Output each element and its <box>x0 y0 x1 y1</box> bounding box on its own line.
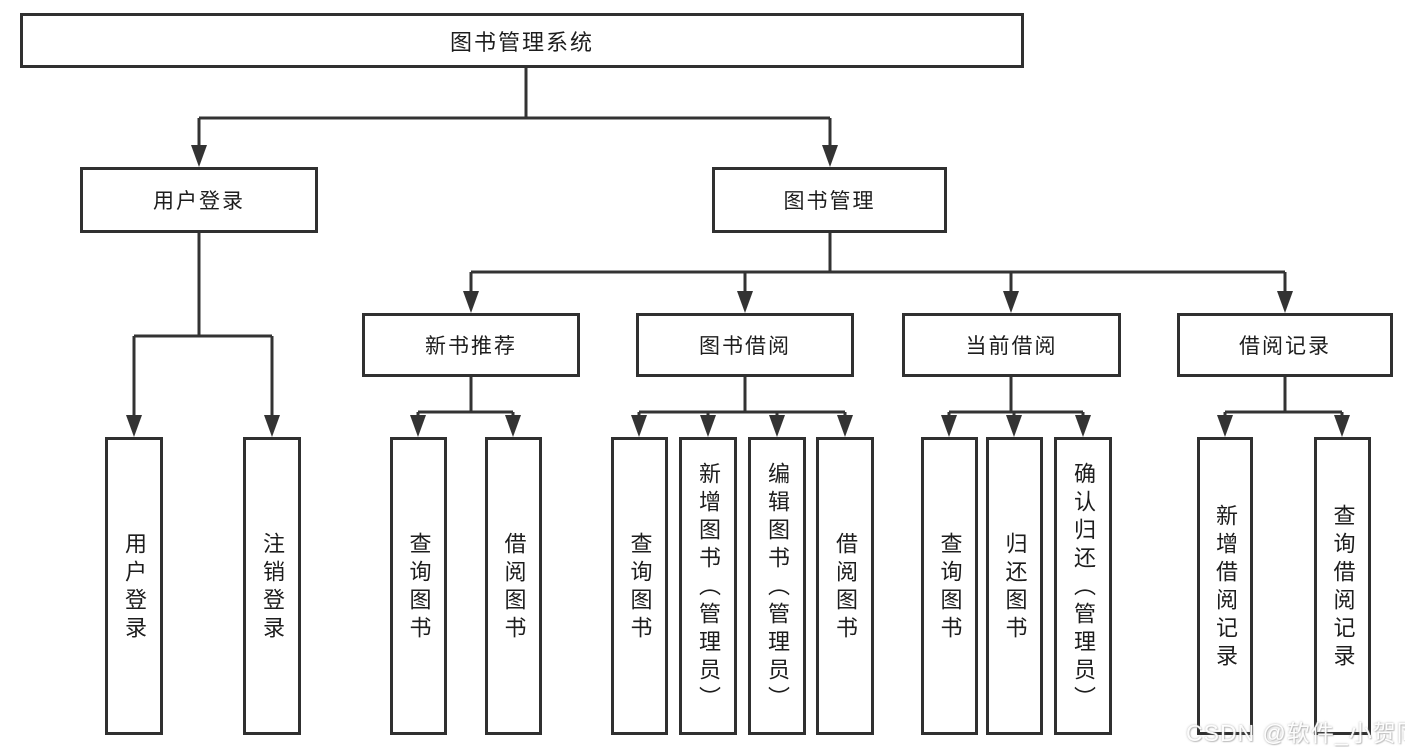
leaf-borrow-book-recommend: 借阅图书 <box>485 437 542 735</box>
connector-borrow-record-to-leaves <box>1223 377 1344 416</box>
arrow-to-leaf-confirm-return <box>1075 415 1091 437</box>
connector-current-borrow-to-leaves <box>947 377 1085 416</box>
leaf-logout-label: 注销登录 <box>260 532 285 644</box>
connector-user-login-to-leaves <box>132 233 274 416</box>
leaf-borrow-book: 借阅图书 <box>816 437 874 735</box>
arrow-to-leaf-edit-book <box>769 415 785 437</box>
leaf-confirm-return-admin: 确认归还（管理员） <box>1054 437 1112 735</box>
leaf-confirm-return-admin-label: 确认归还（管理员） <box>1071 462 1096 714</box>
arrow-to-leaf-borrow-book-1 <box>505 415 521 437</box>
arrow-to-book-management <box>822 145 838 167</box>
connector-book-borrow-to-leaves <box>637 377 847 416</box>
arrow-to-user-login <box>191 145 207 167</box>
arrow-to-borrow-record <box>1277 291 1293 313</box>
node-user-login: 用户登录 <box>80 167 318 233</box>
leaf-add-borrow-record-label: 新增借阅记录 <box>1213 504 1238 672</box>
leaf-query-book-borrow-label: 查询图书 <box>627 532 653 644</box>
connector-new-book-to-leaves <box>416 377 515 416</box>
leaf-return-book: 归还图书 <box>986 437 1043 735</box>
node-book-management: 图书管理 <box>712 167 947 233</box>
node-book-management-label: 图书管理 <box>783 190 876 213</box>
leaf-query-book-recommend-label: 查询图书 <box>406 532 432 644</box>
leaf-logout: 注销登录 <box>243 437 301 735</box>
leaf-add-book-admin: 新增图书（管理员） <box>679 437 737 735</box>
leaf-add-borrow-record: 新增借阅记录 <box>1197 437 1253 735</box>
node-book-borrow: 图书借阅 <box>636 313 854 377</box>
node-user-login-label: 用户登录 <box>153 190 245 213</box>
arrow-to-leaf-query-record <box>1334 415 1350 437</box>
arrow-to-leaf-borrow-book-2 <box>837 415 853 437</box>
node-new-book-recommend: 新书推荐 <box>362 313 580 377</box>
arrow-to-leaf-query-book-3 <box>941 415 957 437</box>
connector-book-management-to-level3 <box>469 233 1287 292</box>
arrow-to-book-borrow <box>737 291 753 313</box>
leaf-query-book-recommend: 查询图书 <box>390 437 447 735</box>
leaf-borrow-book-recommend-label: 借阅图书 <box>501 532 527 644</box>
arrow-to-current-borrow <box>1003 291 1019 313</box>
node-borrow-record-label: 借阅记录 <box>1239 335 1331 358</box>
leaf-edit-book-admin-label: 编辑图书（管理员） <box>765 462 790 714</box>
arrow-to-new-book <box>463 291 479 313</box>
leaf-query-borrow-record: 查询借阅记录 <box>1314 437 1371 735</box>
csdn-watermark-text: CSDN @软件_小贺同学 <box>1186 720 1405 746</box>
node-current-borrow-label: 当前借阅 <box>965 335 1058 358</box>
node-current-borrow: 当前借阅 <box>902 313 1121 377</box>
leaf-query-book-current: 查询图书 <box>921 437 978 735</box>
leaf-query-book-current-label: 查询图书 <box>937 532 963 644</box>
leaf-edit-book-admin: 编辑图书（管理员） <box>748 437 806 735</box>
arrow-to-leaf-return-book <box>1006 415 1022 437</box>
leaf-user-login-label: 用户登录 <box>122 532 147 644</box>
arrowheads <box>126 145 1350 437</box>
arrow-to-leaf-logout <box>264 415 280 437</box>
connector-root-to-level2 <box>197 68 832 146</box>
arrow-to-leaf-user-login <box>126 415 142 437</box>
leaf-return-book-label: 归还图书 <box>1002 532 1028 644</box>
csdn-watermark: CSDN @软件_小贺同学 <box>1186 714 1405 747</box>
arrow-to-leaf-query-book-1 <box>410 415 426 437</box>
leaf-borrow-book-label: 借阅图书 <box>833 532 858 644</box>
leaf-add-book-admin-label: 新增图书（管理员） <box>696 462 721 714</box>
node-root-label: 图书管理系统 <box>449 29 594 55</box>
arrow-to-leaf-add-record <box>1217 415 1233 437</box>
node-borrow-record: 借阅记录 <box>1177 313 1393 377</box>
leaf-user-login: 用户登录 <box>105 437 163 735</box>
leaf-query-book-borrow: 查询图书 <box>611 437 668 735</box>
node-book-borrow-label: 图书借阅 <box>699 335 791 358</box>
leaf-query-borrow-record-label: 查询借阅记录 <box>1330 504 1356 672</box>
arrow-to-leaf-add-book <box>700 415 716 437</box>
arrow-to-leaf-query-book-2 <box>631 415 647 437</box>
node-new-book-recommend-label: 新书推荐 <box>425 335 517 358</box>
node-root-library-system: 图书管理系统 <box>20 13 1024 68</box>
